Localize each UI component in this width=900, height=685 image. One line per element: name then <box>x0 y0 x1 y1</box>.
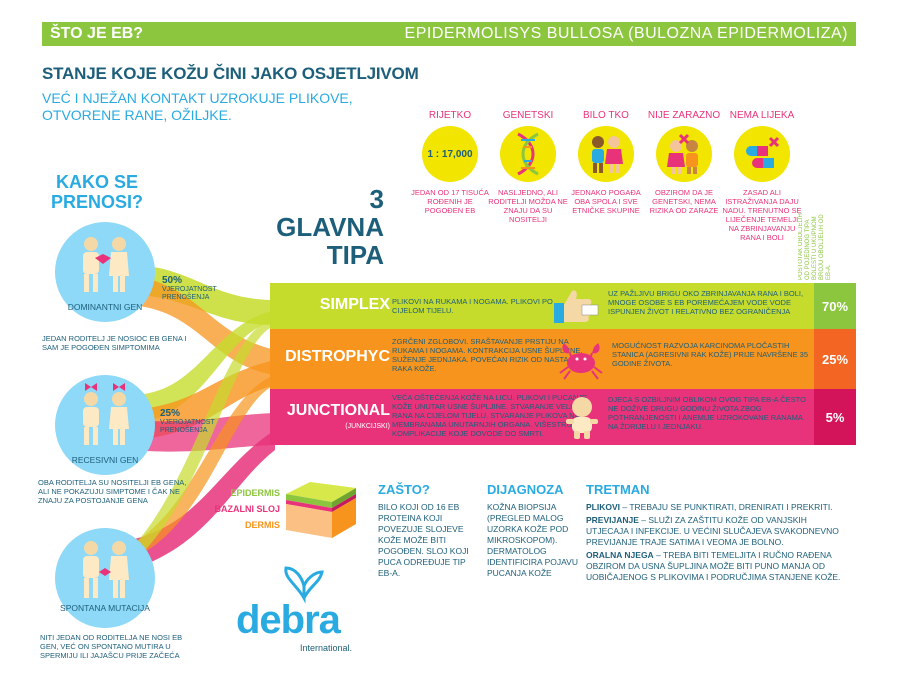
band-desc: VEĆA OŠTEĆENJA KOŽE NA LICU. PLIKOVI I P… <box>392 393 588 438</box>
fact-label: NIJE ZARAZNO <box>647 110 721 121</box>
dominant-gene-circle: DOMINANTNI GEN <box>55 222 155 322</box>
fact-desc: ZASAD ALI ISTRAŽIVANJA DAJU NADU. TRENUT… <box>722 188 802 242</box>
treatment-term: ORALNA NJEGA <box>586 550 654 560</box>
treatment-list: PLIKOVI – TREBAJU SE PUNKTIRATI, DRENIRA… <box>586 502 848 585</box>
skin-layer-label: BAZALNI SLOJ <box>214 504 280 514</box>
band-subname: (JUNKCIJSKI) <box>345 423 390 430</box>
treatment-text: – TREBA BITI TEMELJITA I RUČNO RAĐENA OB… <box>586 550 841 582</box>
treatment-text: – SLUŽI ZA ZAŠTITU KOŽE OD VANJSKIH UTJE… <box>586 515 839 547</box>
section-title-treatment: TRETMAN <box>586 482 650 497</box>
fact-value: 1 : 17,000 <box>427 148 473 160</box>
skin-layer-label: EPIDERMIS <box>230 488 280 498</box>
fact-genetic: GENETSKI NASLJEDNO, ALI RODITELJI MOŽDA … <box>488 96 568 224</box>
baby-icon <box>566 397 598 439</box>
stats-label: POSTOTAK OBOLJELIH OD POJEDINOG TIPA BOL… <box>798 213 832 280</box>
band-percentage: 5% <box>814 389 856 445</box>
band-name: DISTROPHYC <box>285 348 390 365</box>
inheritance-label: SPONTANA MUTACIJA <box>60 603 150 613</box>
fact-anyone: BILO TKO JEDNAKO POGAĐA OBA SPOLA I SVE … <box>566 96 646 215</box>
header-bar: ŠTO JE EB? EPIDERMOLISYS BULLOSA (BULOZN… <box>42 22 856 46</box>
fact-desc: NASLJEDNO, ALI RODITELJI MOŽDA NE ZNAJU … <box>488 188 568 224</box>
fact-label: NEMA LIJEKA <box>729 110 795 121</box>
section-title-why: ZAŠTO? <box>378 482 430 497</box>
fact-no-cure: NEMA LIJEKA ZASAD ALI ISTRAŽIVANJA DAJU … <box>722 96 802 242</box>
section-title-diagnosis: DIJAGNOZA <box>487 482 564 497</box>
skin-layer-label: DERMIS <box>244 520 280 530</box>
band-name: SIMPLEX <box>319 296 390 313</box>
dominant-probability: 50% VJEROJATNOST PRENOŠENJA <box>162 275 222 302</box>
fact-not-contagious: NIJE ZARAZNO OBZIROM DA JE GENETSKI, NEM… <box>644 96 724 215</box>
fact-label: RIJETKO <box>428 110 472 121</box>
mutation-parents-icon <box>83 541 129 598</box>
inheritance-label: RECESIVNI GEN <box>71 455 139 465</box>
treatment-term: PLIKOVI <box>586 502 621 512</box>
recessive-probability: 25% VJEROJATNOST PRENOŠENJA <box>160 408 220 435</box>
band-note: DJECA S OZBILJNIM OBLIKOM OVOG TIPA EB-A… <box>608 395 806 431</box>
band-simplex: SIMPLEX PLIKOVI NA RUKAMA I NOGAMA. PLIK… <box>270 283 856 329</box>
logo-wordmark: debra <box>236 598 341 642</box>
treatment-item: ORALNA NJEGA – TREBA BITI TEMELJITA I RU… <box>586 550 848 583</box>
probability-text: VJEROJATNOST PRENOŠENJA <box>162 286 217 301</box>
band-desc: ZGRČENI ZGLOBOVI. SRAŠTAVANJE PRSTIJU NA… <box>392 337 592 373</box>
fact-desc: JEDAN OD 17 TISUĆA ROĐENIH JE POGOĐEN EB <box>411 188 489 215</box>
dominant-desc: JEDAN RODITELJ JE NOSIOC EB GENA I SAM J… <box>42 334 187 352</box>
recessive-desc: OBA RODITELJA SU NOSITELJI EB GENA, ALI … <box>38 478 187 505</box>
treatment-text: – TREBAJU SE PUNKTIRATI, DRENIRATI I PRE… <box>622 502 833 512</box>
children-icon <box>578 126 634 182</box>
probability-value: 50% <box>162 275 183 286</box>
band-percentage: 25% <box>814 329 856 389</box>
fact-rare: RIJETKO 1 : 17,000 JEDAN OD 17 TISUĆA RO… <box>410 96 490 215</box>
crab-icon <box>559 343 603 380</box>
band-note: MOGUĆNOST RAZVOJA KARCINOMA PLOČASTIH ST… <box>612 341 809 368</box>
thumbs-up-icon <box>554 290 599 323</box>
probability-text: VJEROJATNOST PRENOŠENJA <box>160 419 215 434</box>
treatment-term: PREVIJANJE <box>586 515 639 525</box>
butterfly-logo-icon <box>284 566 324 604</box>
fact-label: GENETSKI <box>502 110 554 121</box>
inheritance-title: KAKO SE PRENOSI? <box>50 172 143 212</box>
skin-layers-icon <box>286 482 356 538</box>
band-percentage: 70% <box>814 283 856 329</box>
ratio-icon: 1 : 17,000 <box>422 126 478 182</box>
logo-subtitle: International. <box>300 643 353 653</box>
header-title-right: EPIDERMOLISYS BULLOSA (BULOZNA EPIDERMOL… <box>404 25 848 42</box>
band-distrophyc: DISTROPHYC ZGRČENI ZGLOBOVI. SRAŠTAVANJE… <box>270 329 856 389</box>
band-note: UZ PAŽLJIVU BRIGU OKO ZBRINJAVANJA RANA … <box>608 289 804 316</box>
no-contagion-icon <box>656 126 712 182</box>
treatment-item: PREVIJANJE – SLUŽI ZA ZAŠTITU KOŽE OD VA… <box>586 515 848 548</box>
recessive-gene-circle: RECESIVNI GEN <box>55 375 155 475</box>
section-text-why: BILO KOJI OD 16 EB PROTEINA KOJI POVEZUJ… <box>378 502 469 578</box>
band-name: JUNCTIONAL <box>286 402 390 419</box>
band-junctional: JUNCTIONAL (JUNKCIJSKI) VEĆA OŠTEĆENJA K… <box>270 389 856 445</box>
fact-desc: OBZIROM DA JE GENETSKI, NEMA RIZIKA OD Z… <box>649 188 719 215</box>
parents-icon <box>83 237 129 292</box>
intro-title: STANJE KOJE KOŽU ČINI JAKO OSJETLJIVOM <box>42 64 419 83</box>
header-title-left: ŠTO JE EB? <box>50 25 144 42</box>
treatment-item: PLIKOVI – TREBAJU SE PUNKTIRATI, DRENIRA… <box>586 502 848 513</box>
fact-desc: JEDNAKO POGAĐA OBA SPOLA I SVE ETNIČKE S… <box>571 188 641 215</box>
inheritance-label: DOMINANTNI GEN <box>67 302 143 312</box>
dna-icon <box>500 126 556 182</box>
carrier-parents-icon <box>83 383 129 445</box>
mutation-desc: NITI JEDAN OD RODITELJA NE NOSI EB GEN, … <box>40 633 183 660</box>
section-text-diagnosis: KOŽNA BIOPSIJA (PREGLED MALOG UZORKA KOŽ… <box>487 502 578 578</box>
types-heading: 3 GLAVNA TIPA <box>276 184 384 270</box>
fact-label: BILO TKO <box>583 110 629 121</box>
inheritance-streams <box>130 265 275 570</box>
intro-subtitle: VEĆ I NJEŽAN KONTAKT UZROKUJE PLIKOVE, O… <box>42 90 353 123</box>
spontaneous-mutation-circle: SPONTANA MUTACIJA <box>55 528 155 628</box>
band-desc: PLIKOVI NA RUKAMA I NOGAMA. PLIKOVI PO C… <box>392 297 553 315</box>
probability-value: 25% <box>160 408 181 419</box>
no-pills-icon <box>734 126 790 182</box>
